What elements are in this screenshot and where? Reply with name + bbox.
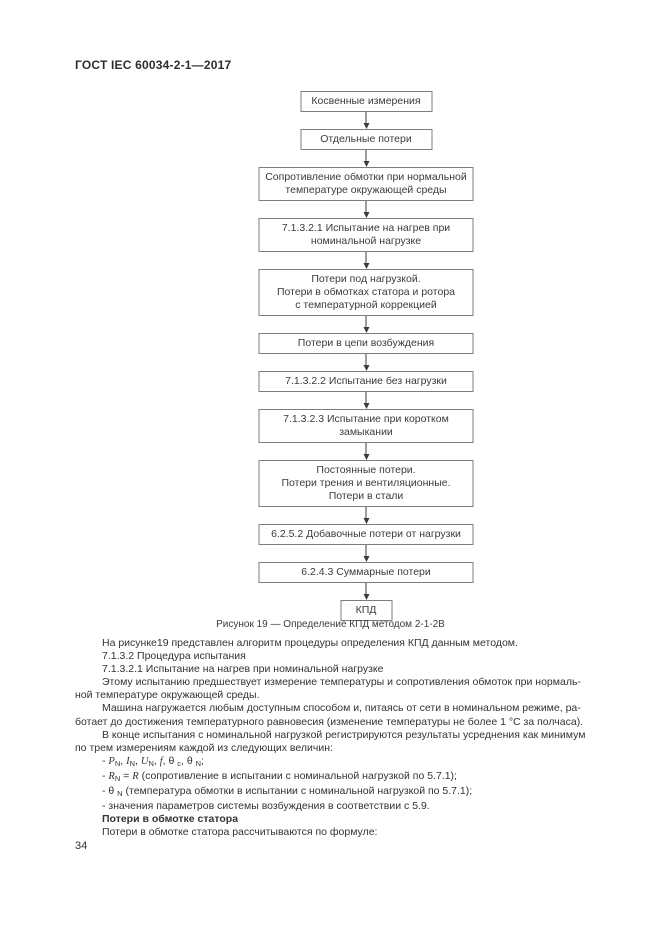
body-line: ной температуре окружающей среды.	[75, 689, 260, 702]
flow-arrow-down-icon	[361, 112, 371, 129]
text-segment: ;	[201, 754, 204, 767]
flow-box-line: температуре окружающей среды	[285, 184, 447, 196]
flow-arrow-down-icon	[361, 583, 371, 600]
flow-box-line: Отдельные потери	[320, 133, 412, 145]
flow-arrow-down-icon	[361, 150, 371, 167]
text-segment: , θ	[162, 754, 178, 767]
flow-box-line: 7.1.3.2.1 Испытание на нагрев при	[281, 222, 451, 234]
body-text: На рисунке19 представлен алгоритм процед…	[75, 637, 586, 839]
variable-symbol: R	[108, 770, 115, 782]
flow-box-line: Потери под нагрузкой.	[311, 273, 421, 285]
flow-box: 6.2.4.3 Суммарные потери	[258, 562, 474, 583]
flow-box-line: Потери в стали	[328, 490, 404, 502]
flow-arrow-down-icon	[361, 354, 371, 371]
body-line: 7.1.3.2 Процедура испытания	[102, 650, 246, 663]
body-line: Машина нагружается любым доступным спосо…	[102, 702, 581, 715]
text-segment: -	[102, 754, 109, 767]
flow-box: Постоянные потери.Потери трения и вентил…	[258, 460, 474, 507]
text-segment: -	[102, 769, 109, 782]
flow-box: Потери в цепи возбуждения	[258, 333, 474, 354]
body-line: ботает до достижения температурного равн…	[75, 715, 584, 728]
variable-symbol: I	[126, 755, 130, 767]
flow-arrow-down-icon	[361, 392, 371, 409]
body-line: На рисунке19 представлен алгоритм процед…	[102, 637, 518, 649]
flow-arrow-down-icon	[361, 507, 371, 524]
text-segment: ,	[153, 754, 160, 767]
flow-box-line: 7.1.3.2.2 Испытание без нагрузки	[285, 375, 447, 387]
subscript: c	[177, 758, 181, 768]
text-segment: (температура обмотки в испытании с номин…	[122, 785, 473, 798]
flow-arrow-down-icon	[361, 316, 371, 333]
subscript: N	[114, 758, 121, 768]
body-line: В конце испытания с номинальной нагрузко…	[102, 728, 586, 741]
flow-box-line: Косвенные измерения	[311, 95, 421, 107]
flow-box: 7.1.3.2.3 Испытание при коротком замыкан…	[258, 409, 474, 443]
page-number: 34	[75, 840, 88, 852]
text-segment: - θ	[102, 785, 118, 798]
text-segment: ,	[120, 754, 127, 767]
body-line: - значения параметров системы возбуждени…	[102, 800, 430, 813]
text-segment: =	[120, 769, 133, 782]
flow-box-line: с температурной коррекцией	[295, 299, 437, 311]
subscript: N	[148, 758, 154, 768]
document-title: ГОСТ IEC 60034-2-1—2017	[75, 58, 232, 72]
variable-symbol: U	[140, 755, 149, 767]
flow-arrow-down-icon	[361, 443, 371, 460]
variable-symbol: P	[108, 755, 115, 767]
subscript: N	[195, 758, 202, 768]
flow-box: 7.1.3.2.2 Испытание без нагрузки	[258, 371, 474, 392]
flow-box-line: 6.2.5.2 Добавочные потери от нагрузки	[271, 528, 461, 540]
body-line: по трем измерениям каждой из следующих в…	[75, 741, 333, 754]
text-segment: (сопротивление в испытании с номинальной…	[138, 769, 457, 782]
flow-arrow-down-icon	[361, 545, 371, 562]
figure-caption: Рисунок 19 — Определение КПД методом 2-1…	[216, 619, 445, 630]
flow-box-line: Постоянные потери.	[316, 464, 416, 476]
body-line: 7.1.3.2.1 Испытание на нагрев при номина…	[102, 663, 384, 676]
flow-box-line: 7.1.3.2.3 Испытание при коротком замыкан…	[283, 413, 449, 438]
flow-box: Отдельные потери	[300, 129, 432, 150]
text-segment: , θ	[181, 754, 196, 767]
subscript: N	[129, 758, 136, 768]
flow-box: Косвенные измерения	[300, 91, 432, 112]
flow-box: КПД	[340, 600, 392, 621]
body-line: - RN = R (сопротивление в испытании с но…	[75, 770, 586, 785]
body-line: - PN, IN, UN, f, θ c, θ N;	[75, 755, 586, 770]
body-line: - θ N (температура обмотки в испытании с…	[75, 785, 586, 800]
subscript: N	[117, 789, 123, 799]
variable-symbol: f	[159, 755, 163, 767]
text-segment: ,	[135, 754, 141, 767]
flow-box-line: Сопротивление обмотки при нормальной	[265, 171, 467, 183]
flow-arrow-down-icon	[361, 201, 371, 218]
body-line: Потери в обмотке статора	[102, 813, 239, 826]
flow-box: Потери под нагрузкой.Потери в обмотках с…	[258, 269, 474, 316]
flow-box: 6.2.5.2 Добавочные потери от нагрузки	[258, 524, 474, 545]
flow-box-line: 6.2.4.3 Суммарные потери	[301, 566, 431, 578]
variable-symbol: R	[132, 770, 139, 782]
flow-arrow-down-icon	[361, 252, 371, 269]
flow-box-line: Потери в цепи возбуждения	[297, 337, 435, 349]
flow-box-line: номинальной нагрузке	[310, 235, 422, 247]
body-line: Потери в обмотке статора рассчитываются …	[102, 826, 378, 839]
flow-box-line: Потери трения и вентиляционные.	[281, 477, 451, 489]
flow-box-line: Потери в обмотках статора и ротора	[276, 286, 455, 298]
flow-box-line: КПД	[355, 604, 377, 616]
body-line: Этому испытанию предшествует измерение т…	[102, 676, 581, 689]
subscript: N	[114, 773, 121, 783]
